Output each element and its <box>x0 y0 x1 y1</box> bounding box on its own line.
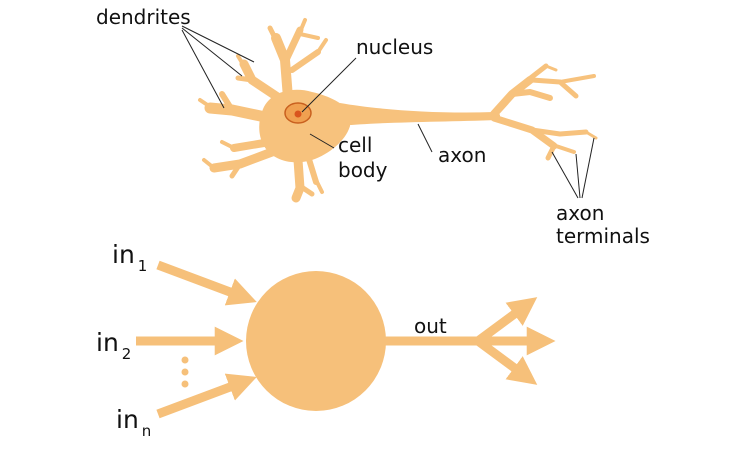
cell-body-label-line1: cell <box>338 133 372 157</box>
axon-label: axon <box>438 143 486 167</box>
artificial-neuron-body <box>246 271 386 411</box>
output-arrow-up <box>475 297 538 345</box>
neuron-shape <box>198 18 598 203</box>
output-label: out <box>414 314 447 338</box>
cell-body-shape <box>259 89 350 163</box>
input-arrow-n <box>156 373 257 419</box>
input-arrow-1 <box>156 260 257 306</box>
dendrite-branches <box>198 18 328 203</box>
axon-terminal-branches <box>490 63 598 161</box>
output-arrow-down <box>475 337 538 385</box>
axon-shape <box>340 103 501 126</box>
cell-body-label-line2: body <box>338 158 388 182</box>
dendrites-label: dendrites <box>96 5 191 29</box>
output-arrows <box>384 297 556 385</box>
input-arrows <box>136 260 257 419</box>
axon-terminals-label-line1: axon <box>556 201 604 225</box>
nucleolus-shape <box>294 110 302 118</box>
vertical-dots-icon <box>181 356 189 388</box>
leader-lines <box>181 25 595 199</box>
biological-neuron: dendrites nucleus cell body axon axon te… <box>96 5 650 248</box>
nucleus-label: nucleus <box>356 35 433 59</box>
axon-terminals-label-line2: terminals <box>556 224 650 248</box>
